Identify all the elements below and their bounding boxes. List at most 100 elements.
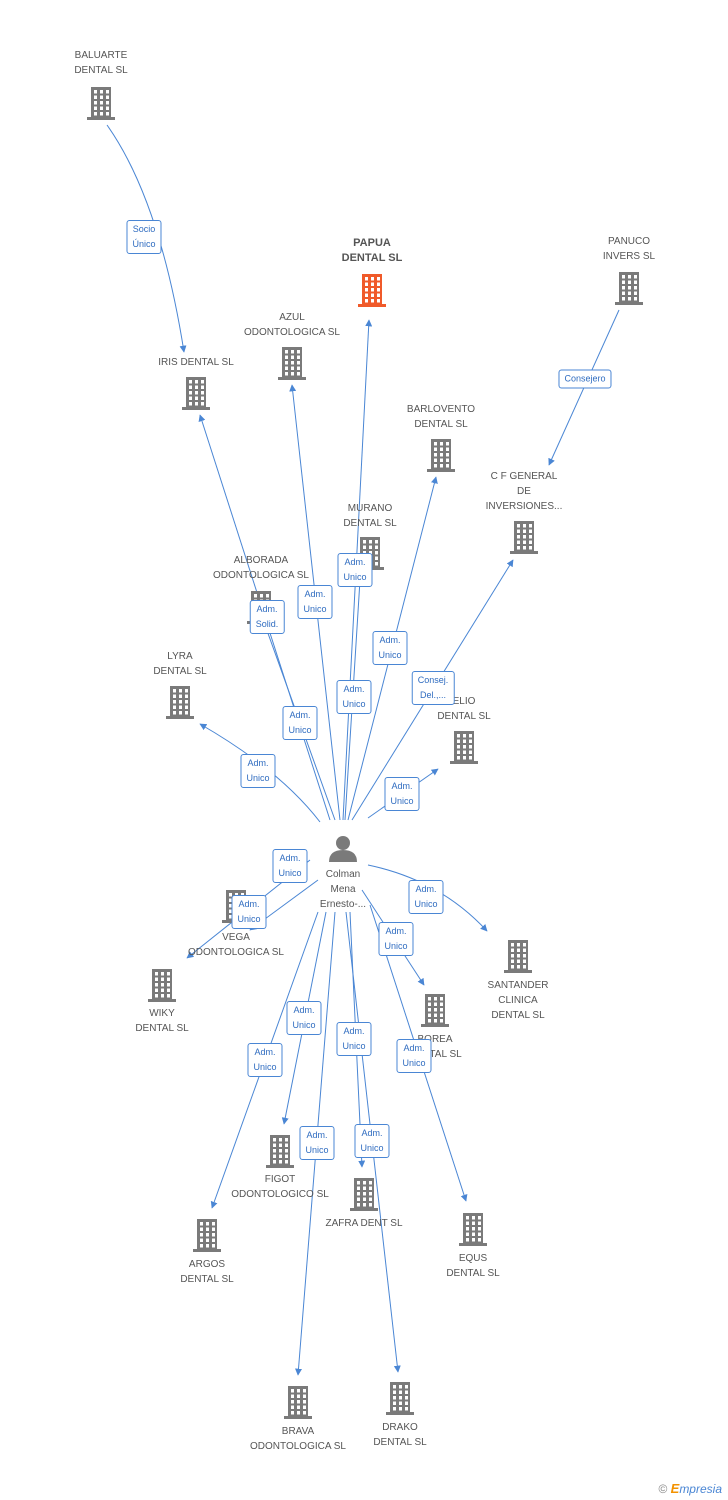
company-zafra-building-icon[interactable] xyxy=(350,1178,378,1211)
company-borea-label-line: DENTAL SL xyxy=(408,1049,462,1060)
edge-label-line: Unico xyxy=(384,941,408,951)
edge-label-colman-borea[interactable]: Adm.Unico xyxy=(378,922,414,956)
company-argos-label-line: DENTAL SL xyxy=(180,1274,234,1285)
edge-label-colman-iris[interactable]: Adm.Unico xyxy=(282,706,318,740)
edge-label-line: Unico xyxy=(390,796,414,806)
company-alborada-label-line: ODONTOLOGICA SL xyxy=(213,570,309,581)
company-brava-building-icon[interactable] xyxy=(284,1386,312,1419)
edge-label-line: Unico xyxy=(378,650,402,660)
company-papua-label-line: DENTAL SL xyxy=(341,252,403,264)
company-argos-building-icon[interactable] xyxy=(193,1219,221,1252)
company-zafra-label: ZAFRA DENT SL xyxy=(325,1216,402,1231)
edge-label-line: Adm. xyxy=(343,684,365,694)
edge-label-colman-elio[interactable]: Adm. Unico xyxy=(384,777,420,811)
edge-label-line: Unico xyxy=(305,1145,329,1155)
company-santander-label-line: CLINICA xyxy=(498,995,538,1006)
edge-baluarte-iris xyxy=(106,124,187,353)
edge-label-colman-barlovento[interactable]: Adm. Unico xyxy=(372,631,408,665)
edge-label-line: Unico xyxy=(414,899,438,909)
company-baluarte-building-icon[interactable] xyxy=(87,87,115,120)
company-santander-label-line: DENTAL SL xyxy=(491,1010,545,1021)
edge-label-line: Consej. xyxy=(417,675,449,685)
company-azul-building-icon[interactable] xyxy=(278,347,306,380)
edge-label-line: Unico xyxy=(237,914,261,924)
company-lyra-label-line: DENTAL SL xyxy=(153,666,207,677)
company-santander-building-icon[interactable] xyxy=(504,940,532,973)
company-wiky-label-line: WIKY xyxy=(149,1008,175,1019)
company-wiky-building-icon[interactable] xyxy=(148,969,176,1002)
edge-label-line: Adm. xyxy=(391,781,413,791)
company-borea-building-icon[interactable] xyxy=(421,994,449,1027)
person-name-label-line: Colman xyxy=(325,869,361,880)
edge-label-line: Unico xyxy=(253,1062,277,1072)
edge-label-colman-wiky[interactable]: Adm.Unico xyxy=(272,849,308,883)
edge-label-line: Adm. xyxy=(379,635,401,645)
edge-label-colman-brava[interactable]: Adm. Unico xyxy=(299,1126,335,1160)
edge-label-line: Adm. xyxy=(361,1128,383,1138)
company-elio-building-icon[interactable] xyxy=(450,731,478,764)
edge-label-line: Unico xyxy=(292,1020,316,1030)
edge-label-panuco-cfgeneral[interactable]: Consejero xyxy=(558,369,612,389)
company-figot-building-icon[interactable] xyxy=(266,1135,294,1168)
edge-label-line: Solid. xyxy=(255,619,279,629)
company-papua-building-icon[interactable] xyxy=(358,274,386,307)
edge-label-line: Del.,... xyxy=(419,690,447,700)
person-icon[interactable] xyxy=(329,836,357,862)
company-barlovento-building-icon[interactable] xyxy=(427,439,455,472)
company-iris-label: IRIS DENTAL SL xyxy=(158,355,234,370)
edge-label-colman-murano[interactable]: Adm.Unico xyxy=(337,553,373,587)
edge-label-line: Socio xyxy=(132,224,156,234)
edge-label-line: Adm. xyxy=(403,1043,425,1053)
company-panuco-label-line: INVERS SL xyxy=(602,251,656,262)
edge-label-line: Único xyxy=(132,239,156,249)
edge-label-line: Unico xyxy=(342,699,366,709)
edge-label-line: Unico xyxy=(360,1143,384,1153)
edge-label-colman-vega[interactable]: Adm.Unico xyxy=(231,895,267,929)
company-wiky-label-line: DENTAL SL xyxy=(135,1023,189,1034)
edge-label-colman-papua[interactable]: Adm. Unico xyxy=(336,680,372,714)
edge-label-line: Unico xyxy=(402,1058,426,1068)
edge-label-colman-cfgeneral[interactable]: Consej. Del.,... xyxy=(411,671,455,705)
company-iris-label-line: IRIS DENTAL SL xyxy=(158,357,234,368)
edge-label-line: Unico xyxy=(343,572,367,582)
edge-label-line: Adm. xyxy=(247,758,269,768)
company-lyra-label-line: LYRA xyxy=(167,651,193,662)
edge-label-colman-alborada[interactable]: Adm.Solid. xyxy=(249,600,285,634)
company-panuco-building-icon[interactable] xyxy=(615,272,643,305)
company-cfgeneral-label-line: DE xyxy=(517,486,531,497)
edge-label-colman-figot[interactable]: Adm.Unico xyxy=(286,1001,322,1035)
edge-label-colman-santander[interactable]: Adm.Unico xyxy=(408,880,444,914)
edge-label-colman-drako[interactable]: Adm. Unico xyxy=(354,1124,390,1158)
edge-label-colman-azul[interactable]: Adm.Unico xyxy=(297,585,333,619)
brand-initial: E xyxy=(670,1481,680,1496)
edge-label-colman-zafra[interactable]: Adm. Unico xyxy=(336,1022,372,1056)
company-drako-building-icon[interactable] xyxy=(386,1382,414,1415)
company-equs-label-line: DENTAL SL xyxy=(446,1268,500,1279)
edge-label-colman-equs[interactable]: Adm. Unico xyxy=(396,1039,432,1073)
edge-label-line: Adm. xyxy=(343,1026,365,1036)
company-cfgeneral-building-icon[interactable] xyxy=(510,521,538,554)
edge-label-line: Unico xyxy=(342,1041,366,1051)
company-cfgeneral-label-line: INVERSIONES... xyxy=(485,501,563,512)
company-iris-building-icon[interactable] xyxy=(182,377,210,410)
company-lyra-building-icon[interactable] xyxy=(166,686,194,719)
edge-label-colman-lyra[interactable]: Adm.Unico xyxy=(240,754,276,788)
company-equs-building-icon[interactable] xyxy=(459,1213,487,1246)
company-murano-label-line: DENTAL SL xyxy=(343,518,397,529)
company-murano-label-line: MURANO xyxy=(347,503,393,514)
edge-label-colman-argos[interactable]: Adm.Unico xyxy=(247,1043,283,1077)
company-drako-label-line: DRAKO xyxy=(382,1422,418,1433)
company-murano-label: MURANO DENTAL SL xyxy=(343,501,396,531)
edge-label-line: Adm. xyxy=(306,1130,328,1140)
company-alborada-label-line: ALBORADA xyxy=(233,555,289,566)
